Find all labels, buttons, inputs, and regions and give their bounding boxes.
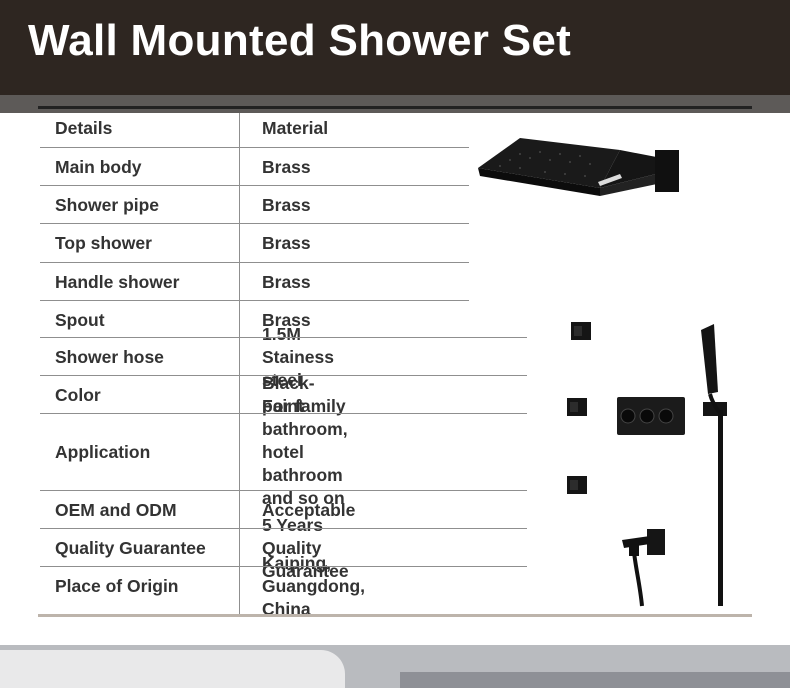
mixer-valve-panel-icon — [617, 397, 685, 435]
title-banner: Wall Mounted Shower Set — [0, 0, 790, 95]
top-rule — [38, 106, 752, 109]
spec-label: Handle shower — [55, 271, 180, 292]
tub-spout-icon — [622, 529, 665, 607]
spec-label: Top shower — [55, 232, 152, 253]
spec-label: Details — [55, 117, 113, 138]
bottom-rule — [38, 614, 752, 617]
spec-label: Quality Guarantee — [55, 537, 206, 558]
spec-label: Shower hose — [55, 346, 164, 367]
row-divider — [40, 413, 527, 414]
spec-value: Brass — [262, 271, 311, 292]
row-divider — [40, 223, 469, 224]
row-divider — [40, 185, 469, 186]
spec-value: Black-paint — [262, 373, 315, 416]
body-jet-icon — [567, 476, 587, 494]
body-jet-icon — [567, 398, 587, 416]
row-divider — [40, 262, 469, 263]
floor-light-panel — [0, 650, 345, 688]
spec-value: Brass — [262, 232, 311, 253]
spec-value: Material — [262, 117, 329, 138]
floor-dark-panel — [400, 672, 790, 688]
row-divider — [40, 375, 527, 376]
spec-label: Spout — [55, 309, 105, 330]
handheld-shower-icon — [701, 324, 727, 606]
spec-label: Application — [55, 441, 151, 462]
spec-label: Shower pipe — [55, 194, 160, 215]
spec-label: Main body — [55, 156, 142, 177]
spec-value: Brass — [262, 194, 311, 215]
spec-value: Acceptable — [262, 499, 356, 520]
row-divider — [40, 490, 527, 491]
row-divider — [40, 528, 527, 529]
body-jet-icon — [571, 322, 591, 340]
row-divider — [40, 300, 469, 301]
column-divider — [239, 113, 240, 614]
spec-value: Brass — [262, 156, 311, 177]
spec-label: Color — [55, 384, 101, 405]
row-divider — [40, 147, 469, 148]
page-title: Wall Mounted Shower Set — [28, 16, 572, 65]
spec-value: Brass — [262, 309, 311, 330]
waterfall-shower-head-icon — [478, 138, 679, 196]
spec-label: Place of Origin — [55, 575, 179, 596]
spec-label: OEM and ODM — [55, 499, 177, 520]
row-divider — [40, 337, 527, 338]
row-divider — [40, 566, 527, 567]
